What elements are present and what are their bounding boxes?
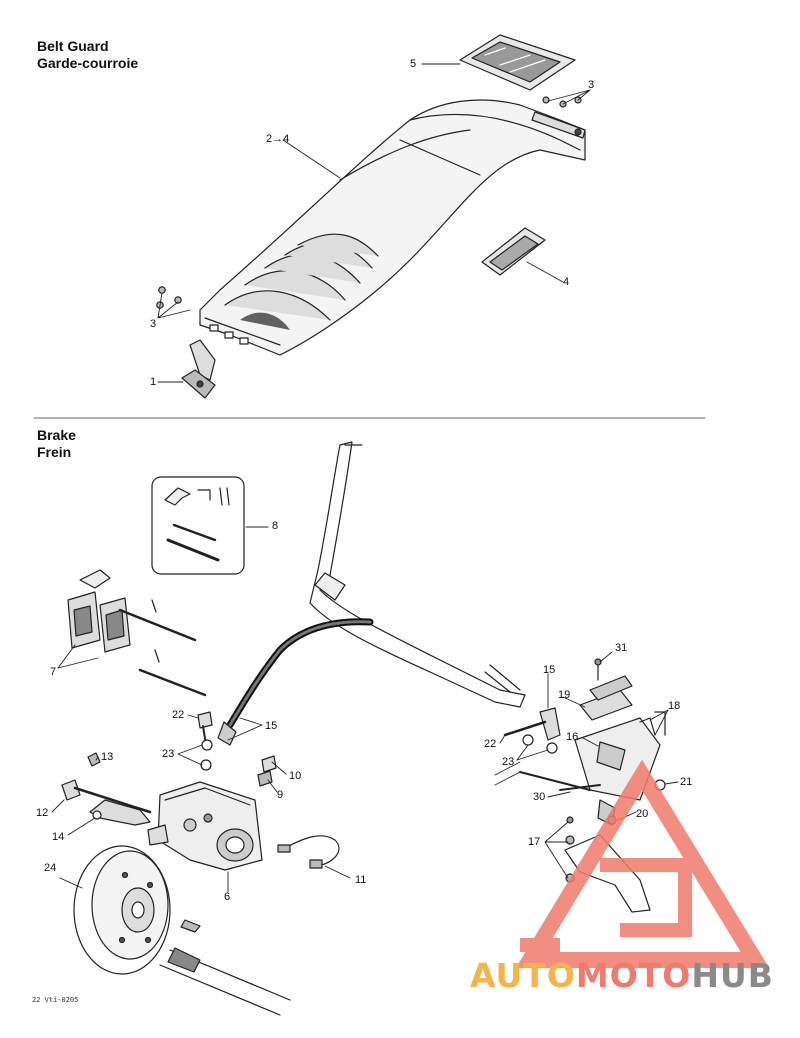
callout-6: 6: [224, 891, 231, 903]
callout-20: 20: [636, 808, 649, 820]
caliper-6: [147, 781, 263, 871]
leader-30: [547, 791, 571, 798]
callout-31: 31: [615, 642, 628, 654]
callout-15-right: 15: [543, 664, 556, 676]
leader-9: [267, 779, 278, 793]
leader-10: [271, 761, 287, 775]
label-plate-5: [459, 34, 576, 91]
leader-7: [57, 644, 99, 669]
fasteners-3-top: [531, 96, 586, 139]
callout-13: 13: [101, 751, 114, 763]
brake-title-fr: Frein: [37, 444, 72, 460]
callout-11: 11: [355, 874, 367, 886]
leader-13: [95, 756, 99, 761]
callout-16: 16: [566, 731, 579, 743]
leader-4: [526, 261, 564, 283]
decal-4: [481, 227, 546, 276]
belt-guard-title-en: Belt Guard: [37, 38, 109, 54]
belt-guard-title: Belt Guard Garde-courroie: [37, 38, 138, 72]
watermark-logo: AUTOMOTOHUB: [470, 956, 774, 995]
watermark-hub: HUB: [691, 956, 774, 995]
washers-23-left: [200, 739, 213, 771]
leader-14: [67, 817, 96, 836]
brake-hose: [217, 618, 374, 746]
callout-3-left: 3: [150, 318, 157, 330]
bracket-1: [181, 339, 216, 399]
callout-22-left: 22: [172, 709, 185, 721]
belt-guard-cover: [199, 99, 586, 356]
leader-18: [649, 709, 669, 736]
leader-23-left: [177, 744, 203, 766]
leader-19: [562, 696, 586, 708]
watermark-logo-graphic: [515, 759, 770, 968]
pushrod-30: [519, 771, 591, 791]
leader-11: [324, 865, 351, 879]
leader-21: [664, 781, 679, 785]
leader-31: [599, 651, 613, 663]
leader-24: [59, 877, 83, 889]
leader-16: [582, 737, 599, 747]
callout-15-left: 15: [265, 720, 278, 732]
leader-23-right: [516, 744, 549, 761]
leader-3-left: [157, 292, 191, 319]
parts-box-8: [151, 476, 245, 575]
brake-disc-24: [73, 845, 171, 975]
callout-30: 30: [533, 791, 546, 803]
callout-21: 21: [680, 776, 693, 788]
callout-17: 17: [528, 836, 541, 848]
drive-shaft: [159, 919, 291, 1016]
leader-3-top: [547, 89, 591, 105]
callout-19: 19: [558, 689, 571, 701]
callout-4: 4: [563, 276, 570, 288]
callout-14: 14: [52, 831, 65, 843]
watermark-moto: MOTO: [575, 956, 692, 995]
callout-18: 18: [668, 700, 681, 712]
banjo-bolt-22-right: [503, 720, 558, 754]
nut-13: [87, 752, 101, 767]
figure-code: 22 Vti-0205: [32, 996, 79, 1004]
wire-11: [277, 835, 340, 869]
leader-17: [544, 821, 569, 879]
brake-title: Brake Frein: [37, 427, 76, 461]
brake-pads-7: [67, 569, 207, 697]
leader-15-left: [227, 717, 263, 741]
callout-5: 5: [410, 58, 417, 70]
handlebar: [309, 441, 526, 708]
callout-8: 8: [272, 520, 279, 532]
belt-guard-title-fr: Garde-courroie: [37, 55, 139, 71]
leader-22-right: [499, 734, 506, 744]
spring-clip: [494, 761, 521, 786]
callout-22-right: 22: [484, 738, 497, 750]
callout-23-right: 23: [502, 756, 515, 768]
bracket-14: [89, 799, 151, 826]
callout-12: 12: [36, 807, 49, 819]
callout-23-left: 23: [162, 748, 175, 760]
leader-22-left: [187, 714, 199, 719]
leader-12: [51, 799, 65, 813]
leader-2to4: [282, 139, 341, 179]
fittings-9-10: [257, 755, 277, 787]
callout-9: 9: [277, 789, 284, 801]
callout-10: 10: [289, 770, 302, 782]
callout-7: 7: [50, 666, 57, 678]
bolt-12: [61, 779, 152, 814]
callout-24: 24: [44, 862, 57, 874]
watermark-auto: AUTO: [470, 956, 576, 995]
callout-1: 1: [150, 376, 157, 388]
callout-2to4: 2→4: [266, 133, 290, 145]
brake-title-en: Brake: [37, 427, 76, 443]
callout-3-top: 3: [588, 79, 595, 91]
hose-fitting-15-right: [539, 707, 561, 741]
